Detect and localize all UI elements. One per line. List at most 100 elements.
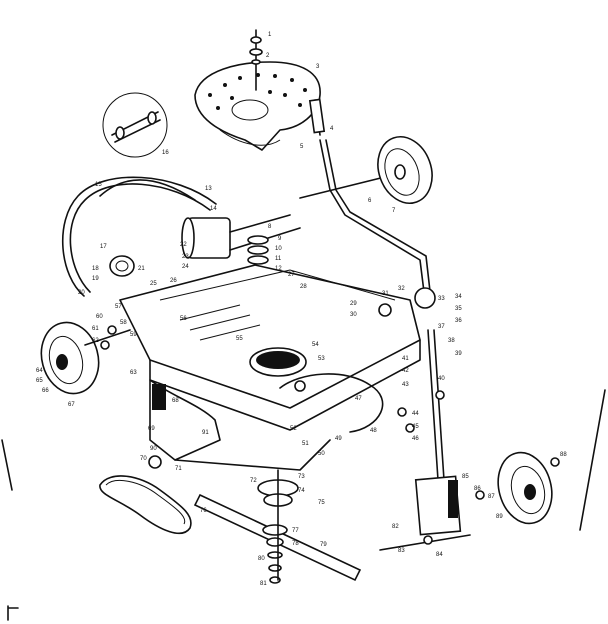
callout-86: 86 (474, 486, 481, 492)
callout-11: 11 (275, 256, 282, 262)
callout-63: 63 (130, 370, 137, 376)
callout-28: 28 (300, 284, 307, 290)
callout-24: 24 (182, 264, 189, 270)
callout-60: 60 (96, 314, 103, 320)
callout-1: 1 (268, 32, 272, 38)
callout-84: 84 (436, 552, 443, 558)
callout-37: 37 (438, 324, 445, 330)
callout-21: 21 (138, 266, 145, 272)
callout-31: 31 (382, 291, 389, 297)
callout-54: 54 (312, 342, 319, 348)
callout-3: 3 (316, 64, 320, 70)
callout-labels: 1 2 3 4 5 6 7 8 9 10 11 12 13 14 15 16 1… (36, 32, 567, 587)
detail-inset (102, 92, 168, 158)
callout-36: 36 (455, 318, 462, 324)
callout-58: 58 (120, 320, 127, 326)
callout-22: 22 (180, 242, 187, 248)
rear-right-wheel (299, 136, 433, 204)
callout-52: 52 (290, 426, 297, 432)
steering-column (308, 98, 432, 301)
callout-34: 34 (455, 294, 462, 300)
callout-75: 75 (318, 500, 325, 506)
engine (181, 214, 301, 265)
callout-43: 43 (402, 382, 409, 388)
callout-78: 78 (292, 541, 299, 547)
callout-82: 82 (392, 524, 399, 530)
callout-7: 7 (392, 208, 396, 214)
callout-53: 53 (318, 356, 325, 362)
callout-45: 45 (412, 424, 419, 430)
callout-26: 26 (170, 278, 177, 284)
pulley (109, 255, 135, 277)
callout-77: 77 (292, 528, 299, 534)
callout-49: 49 (335, 436, 342, 442)
callout-15: 15 (95, 182, 102, 188)
callout-32: 32 (398, 286, 405, 292)
callout-42: 42 (402, 368, 409, 374)
callout-12: 12 (275, 266, 282, 272)
callout-20: 20 (78, 290, 85, 296)
callout-17: 17 (100, 244, 107, 250)
drive-belt (99, 475, 192, 534)
callout-35: 35 (455, 306, 462, 312)
callout-38: 38 (448, 338, 455, 344)
callout-44: 44 (412, 411, 419, 417)
callout-27: 27 (288, 272, 295, 278)
callout-4: 4 (330, 126, 334, 132)
callout-59: 59 (130, 332, 137, 338)
callout-74: 74 (298, 488, 305, 494)
callout-90: 90 (150, 446, 157, 452)
callout-71: 71 (175, 466, 182, 472)
front-left-wheel (40, 321, 131, 395)
callout-72: 72 (250, 478, 257, 484)
callout-19: 19 (92, 276, 99, 282)
callout-18: 18 (92, 266, 99, 272)
callout-29: 29 (350, 301, 357, 307)
callout-57: 57 (115, 304, 122, 310)
callout-81: 81 (260, 581, 267, 587)
callout-2: 2 (266, 53, 270, 59)
callout-33: 33 (438, 296, 445, 302)
callout-76: 76 (200, 508, 207, 514)
callout-51: 51 (302, 441, 309, 447)
callout-5: 5 (300, 144, 304, 150)
callout-69: 69 (148, 426, 155, 432)
callout-73: 73 (298, 474, 305, 480)
callout-13: 13 (205, 186, 212, 192)
callout-87: 87 (488, 494, 495, 500)
callout-50: 50 (318, 451, 325, 457)
mower-housing (149, 379, 331, 471)
callout-89: 89 (496, 514, 503, 520)
callout-62: 62 (92, 338, 99, 344)
callout-67: 67 (68, 402, 75, 408)
callout-61: 61 (92, 326, 99, 332)
callout-55: 55 (236, 336, 243, 342)
callout-25: 25 (150, 281, 157, 287)
callout-8: 8 (268, 224, 272, 230)
callout-91: 91 (202, 430, 209, 436)
bumper-bar (61, 176, 217, 297)
callout-16: 16 (162, 150, 169, 156)
callout-85: 85 (462, 474, 469, 480)
callout-56: 56 (180, 316, 187, 322)
callout-68: 68 (172, 398, 179, 404)
callout-9: 9 (278, 236, 282, 242)
callout-23: 23 (182, 254, 189, 260)
callout-83: 83 (398, 548, 405, 554)
front-fork (379, 329, 553, 551)
callout-79: 79 (320, 542, 327, 548)
callout-46: 46 (412, 436, 419, 442)
hardware (1, 287, 606, 621)
callout-47: 47 (355, 396, 362, 402)
callout-30: 30 (350, 312, 357, 318)
deck-frame (119, 264, 421, 433)
callout-6: 6 (368, 198, 372, 204)
blade-assembly (193, 469, 362, 584)
callout-41: 41 (402, 356, 409, 362)
callout-65: 65 (36, 378, 43, 384)
callout-80: 80 (258, 556, 265, 562)
callout-88: 88 (560, 452, 567, 458)
callout-39: 39 (455, 351, 462, 357)
callout-40: 40 (438, 376, 445, 382)
